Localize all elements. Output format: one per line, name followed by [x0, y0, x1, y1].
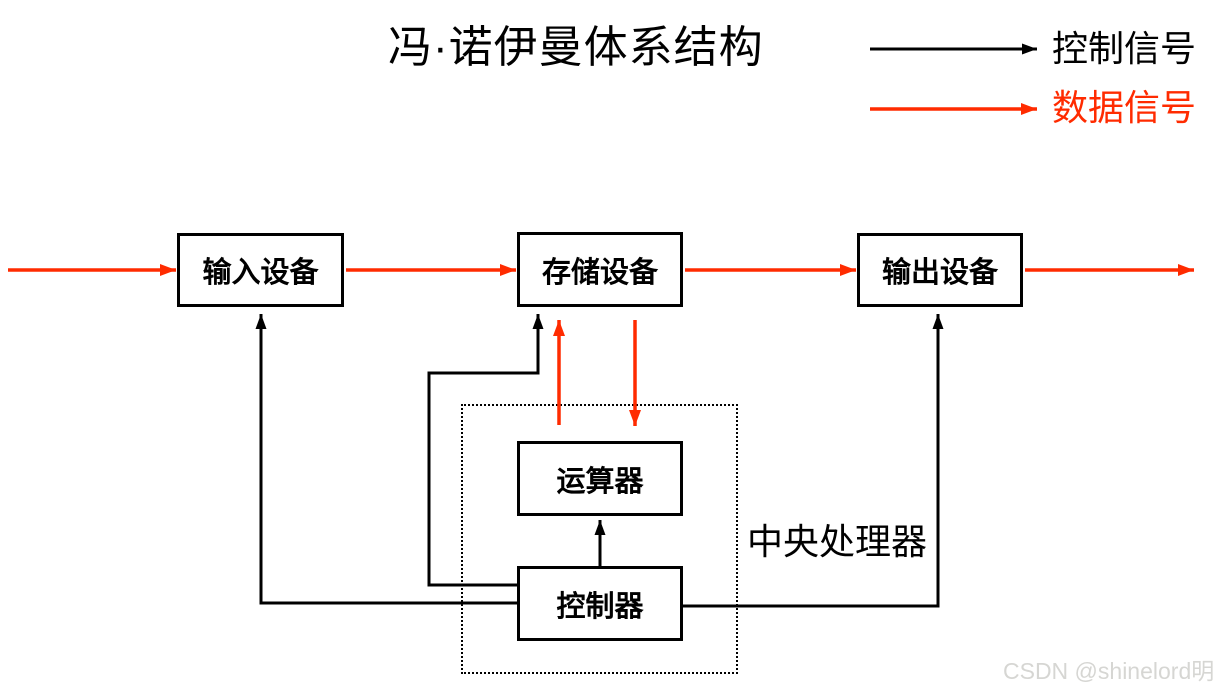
node-controller: 控制器: [517, 566, 683, 641]
node-input-device: 输入设备: [177, 233, 344, 307]
legend-label-data-signal: 数据信号: [1052, 87, 1197, 128]
diagram-title: 冯·诺伊曼体系结构: [388, 23, 764, 72]
node-alu-label: 运算器: [556, 465, 644, 498]
node-alu: 运算器: [517, 441, 683, 516]
watermark: CSDN @shinelord明: [1003, 658, 1215, 684]
legend-label-control-signal: 控制信号: [1052, 28, 1197, 69]
node-controller-label: 控制器: [556, 590, 644, 623]
node-output-device-label: 输出设备: [881, 257, 998, 289]
cpu-group-label: 中央处理器: [747, 521, 928, 562]
node-output-device: 输出设备: [857, 233, 1023, 307]
node-input-device-label: 输入设备: [202, 257, 319, 289]
node-storage-device-label: 存储设备: [541, 256, 658, 289]
node-storage-device: 存储设备: [517, 232, 683, 307]
